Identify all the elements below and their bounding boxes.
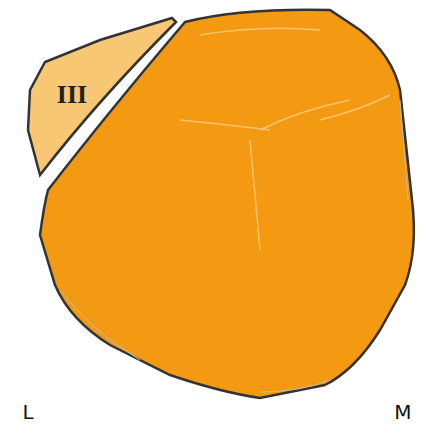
fragment-outline [22, 15, 182, 180]
side-label: L [22, 400, 33, 424]
fragment-number: III [57, 80, 87, 110]
side-label: M [394, 400, 411, 424]
bone-fragment: III [22, 15, 182, 180]
hatching [180, 28, 390, 250]
edge-hatching [60, 100, 408, 392]
